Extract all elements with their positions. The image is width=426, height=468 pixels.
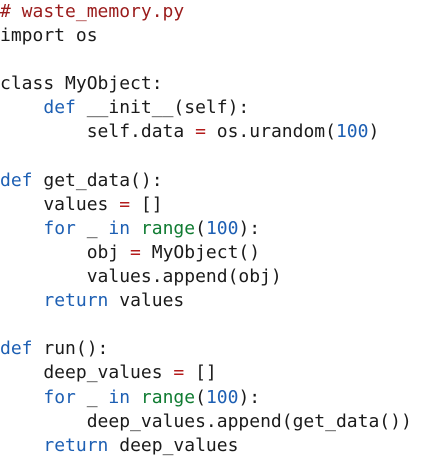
code-line: class MyObject: — [0, 72, 426, 96]
code-token-keyword: return — [43, 290, 109, 312]
code-line: return deep_values — [0, 434, 426, 458]
code-token-text: run(): — [32, 338, 109, 360]
code-token-text: [] — [130, 193, 163, 215]
code-token-op: = — [119, 193, 131, 215]
code-token-keyword: return — [43, 434, 109, 456]
blank-line — [0, 48, 426, 72]
code-token-text: ): — [238, 386, 261, 408]
code-token-comment: # waste_memory.py — [0, 1, 185, 22]
code-token-text — [130, 218, 141, 239]
code-token-keyword: in — [108, 217, 131, 239]
code-token-text: _ — [75, 217, 109, 239]
code-token-keyword: def — [0, 169, 33, 191]
code-line: def run(): — [0, 337, 426, 361]
code-token-text: deep_values.append(get_data()) — [0, 410, 412, 432]
code-token-text: ( — [195, 217, 206, 239]
code-token-op: = — [130, 241, 141, 263]
code-line: for _ in range(100): — [0, 217, 426, 241]
code-token-keyword: for — [43, 217, 76, 239]
blank-line — [0, 145, 426, 169]
code-token-text: values — [0, 193, 120, 215]
code-token-text: deep_values — [108, 434, 239, 456]
code-token-text — [0, 387, 43, 408]
code-token-text: get_data(): — [32, 169, 163, 191]
code-line: deep_values = [] — [0, 361, 426, 385]
code-token-keyword: for — [43, 386, 76, 408]
code-token-keyword: in — [108, 386, 131, 408]
code-token-text — [0, 218, 43, 239]
code-line: return values — [0, 289, 426, 313]
code-token-text — [0, 97, 43, 118]
code-token-text: os.urandom( — [205, 121, 336, 143]
code-token-text: ( — [195, 386, 206, 408]
code-token-number: 100 — [205, 217, 239, 239]
blank-line — [0, 313, 426, 337]
code-token-number: 100 — [335, 121, 369, 143]
code-line: self.data = os.urandom(100) — [0, 120, 426, 144]
code-line: values.append(obj) — [0, 265, 426, 289]
code-token-builtin: range — [140, 386, 196, 408]
code-line: def __init__(self): — [0, 96, 426, 120]
code-token-keyword: def — [43, 97, 76, 119]
code-token-text: deep_values — [0, 362, 174, 384]
code-line: obj = MyObject() — [0, 241, 426, 265]
code-token-builtin: range — [140, 217, 196, 239]
code-token-text: class MyObject: — [0, 73, 163, 95]
code-token-text: ) — [368, 121, 380, 143]
code-token-op: = — [173, 362, 185, 384]
code-token-text — [130, 387, 141, 408]
code-token-text: obj — [0, 241, 131, 263]
code-token-text — [0, 290, 43, 311]
code-line: deep_values.append(get_data()) — [0, 410, 426, 434]
code-token-number: 100 — [205, 386, 239, 408]
code-line: # waste_memory.py — [0, 0, 426, 24]
code-token-keyword: def — [0, 338, 33, 360]
code-line: values = [] — [0, 193, 426, 217]
code-token-text: _ — [75, 386, 109, 408]
code-token-text: MyObject() — [140, 241, 261, 263]
code-token-text: import os — [0, 25, 98, 47]
code-token-text: __init__(self): — [75, 97, 250, 119]
code-token-text — [0, 435, 43, 456]
code-token-text: ): — [238, 217, 261, 239]
code-token-op: = — [195, 121, 206, 143]
code-token-text: [] — [184, 362, 217, 384]
code-token-text: values — [108, 290, 185, 312]
code-line: for _ in range(100): — [0, 386, 426, 410]
code-token-text: values.append(obj) — [0, 266, 282, 288]
code-line: def get_data(): — [0, 169, 426, 193]
code-line: import os — [0, 24, 426, 48]
code-token-text: self.data — [0, 121, 196, 143]
